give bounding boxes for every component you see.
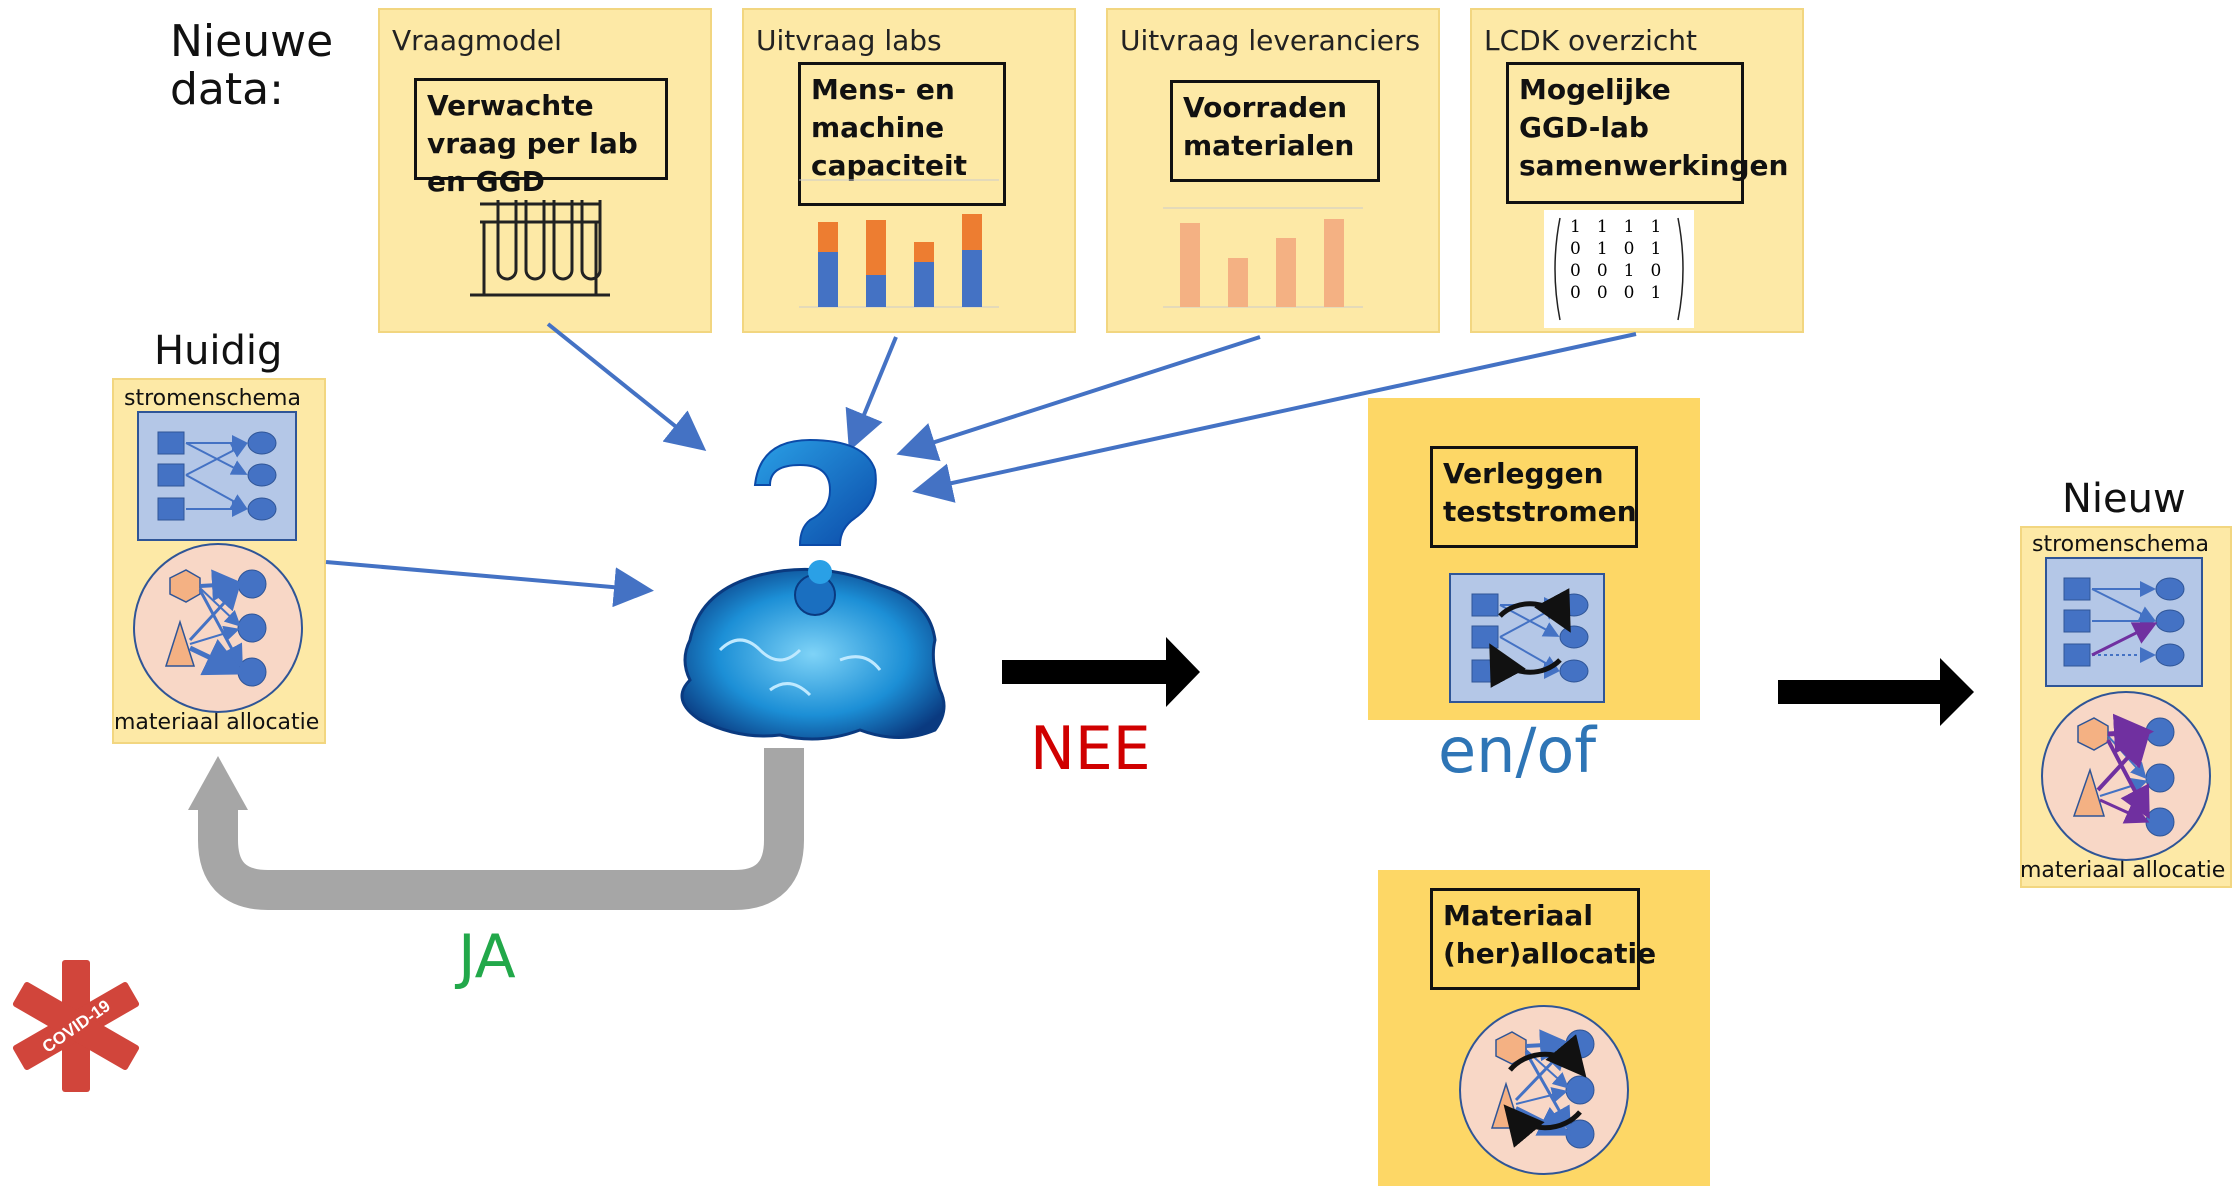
panel-lcdk-overzicht: LCDK overzicht Mogelijke GGD-lab samenwe…: [1470, 8, 1804, 333]
svg-text:COVID-19: COVID-19: [39, 996, 114, 1057]
reallocation-box-label: Materiaal (her)allocatie: [1430, 888, 1656, 990]
panel-uitvraag-labs: Uitvraag labs Mens- en machine capacitei…: [742, 8, 1076, 333]
matrix-brackets: [1554, 217, 1684, 321]
question-puzzle-icon: [680, 438, 946, 741]
current-panel: stromenschema materiaal allocatie: [112, 378, 326, 744]
panel-uitvraag-leveranciers: Uitvraag leveranciers Voorraden material…: [1106, 8, 1440, 333]
flow-scheme-label: stromenschema: [2032, 532, 2209, 557]
panel-box-label: Mogelijke GGD-lab samenwerkingen: [1506, 62, 1788, 204]
no-label: NEE: [1030, 714, 1151, 784]
flow-scheme-label: stromenschema: [124, 386, 301, 411]
panel-title: LCDK overzicht: [1484, 24, 1698, 57]
panel-box-label: Voorraden materialen: [1170, 80, 1380, 182]
reroute-panel: Verleggen teststromen: [1368, 398, 1700, 720]
stacked-bar-icon: [799, 179, 999, 308]
test-tubes-icon: [470, 200, 610, 297]
covid-logo-icon: COVID-19: [12, 960, 140, 1092]
yes-label: JA: [458, 922, 516, 992]
arrow-current: [325, 560, 654, 608]
panel-title: Vraagmodel: [392, 24, 562, 57]
material-allocation-label: materiaal allocatie: [114, 710, 320, 735]
new-panel: stromenschema materiaal allocatie: [2020, 526, 2232, 888]
arrow-leveranciers: [896, 335, 1261, 462]
arrow-to-actions: [1002, 637, 1200, 707]
reallocation-panel: Materiaal (her)allocatie: [1378, 870, 1710, 1186]
panel-box-label: Verwachte vraag per lab en GGD: [414, 78, 668, 198]
arrow-to-new: [1778, 658, 1974, 726]
panel-vraagmodel: Vraagmodel Verwachte vraag per lab en GG…: [378, 8, 712, 333]
panel-box-label: Mens- en machine capaciteit: [798, 62, 1006, 206]
feedback-arrow: [188, 748, 804, 910]
material-allocation-label: materiaal allocatie: [2020, 858, 2226, 883]
bar-chart-icon: [1163, 207, 1363, 308]
arrow-vraagmodel: [546, 322, 707, 452]
current-title: Huidig: [154, 328, 283, 374]
reroute-box-label: Verleggen teststromen: [1430, 446, 1638, 548]
panel-title: Uitvraag leveranciers: [1120, 24, 1421, 57]
panel-title: Uitvraag labs: [756, 24, 942, 57]
arrow-labs: [845, 336, 898, 452]
new-title: Nieuw: [2062, 476, 2186, 522]
andor-label: en/of: [1438, 714, 1597, 787]
new-data-label: Nieuwe data:: [170, 16, 334, 115]
